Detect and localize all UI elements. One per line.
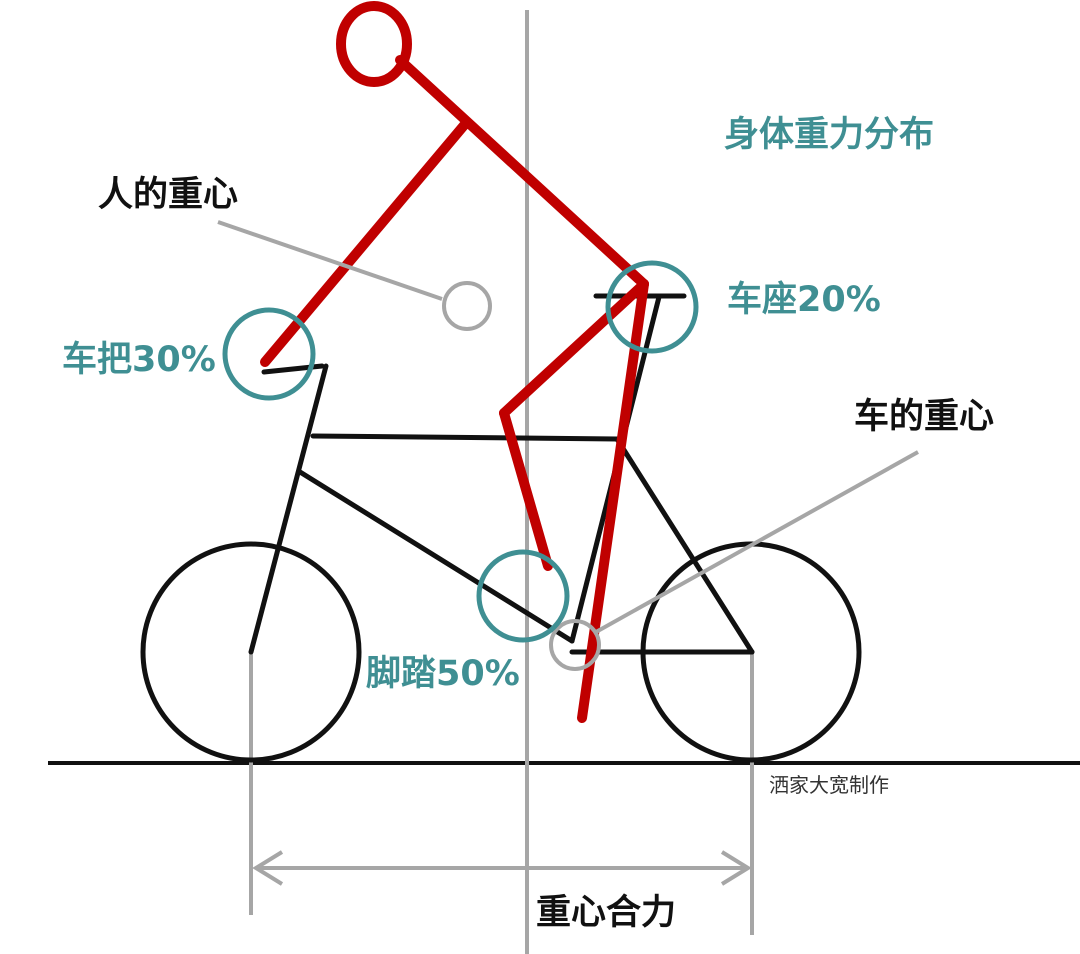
person-cog-marker bbox=[442, 281, 492, 331]
person-cog-label: 人的重心 bbox=[98, 175, 239, 215]
resultant-force-label: 重心合力 bbox=[536, 893, 677, 933]
saddle-highlight bbox=[605, 260, 699, 354]
rider-head bbox=[336, 1, 412, 87]
author-credit: 洒家大宽制作 bbox=[769, 773, 889, 797]
pedal-highlight bbox=[476, 549, 570, 643]
bike-cog-marker bbox=[549, 619, 601, 671]
diagram-title: 身体重力分布 bbox=[724, 115, 935, 155]
handlebar-percent-label: 车把30% bbox=[62, 340, 216, 380]
front-wheel bbox=[140, 541, 362, 763]
pedal-percent-label: 脚踏50% bbox=[366, 654, 520, 694]
bike-cog-pointer bbox=[595, 450, 919, 634]
saddle-percent-label: 车座20% bbox=[727, 280, 881, 320]
wheelbase-arrow bbox=[252, 850, 752, 886]
rider-figure bbox=[260, 1, 649, 723]
handlebar-highlight bbox=[222, 307, 316, 401]
bike-cog-label: 车的重心 bbox=[854, 397, 995, 437]
person-cog-pointer bbox=[217, 220, 443, 301]
bike-frame bbox=[248, 293, 755, 655]
